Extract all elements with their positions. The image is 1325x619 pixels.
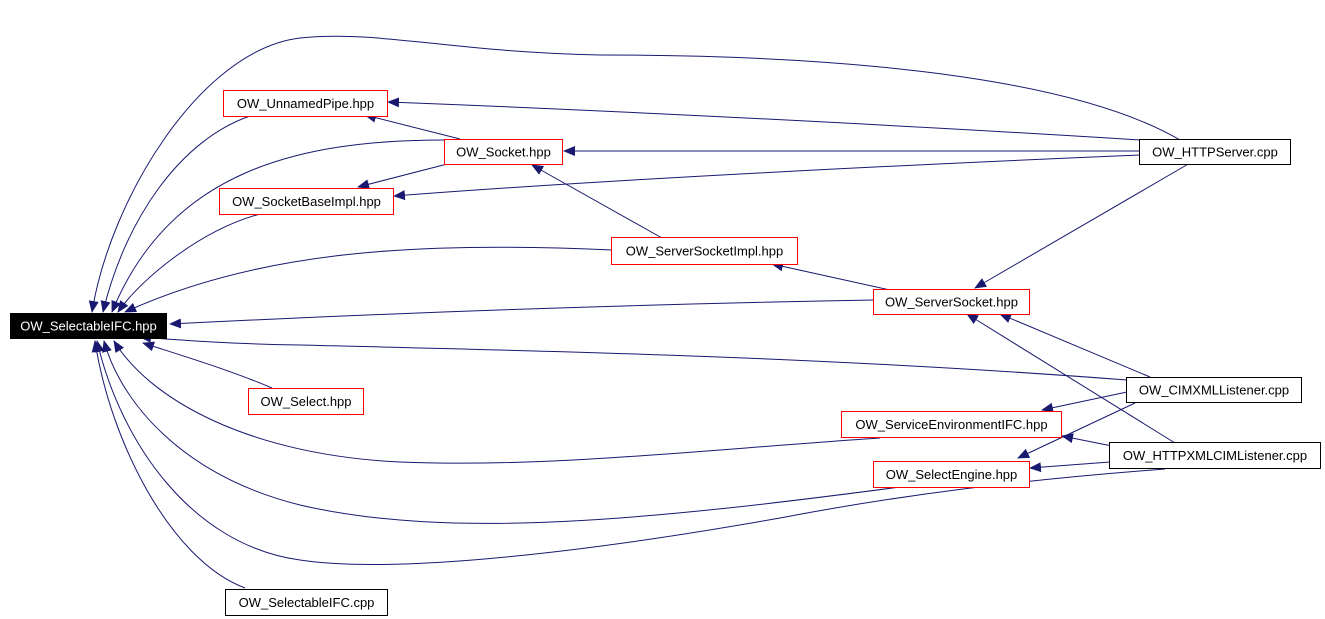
edge-httpserver-to-unnamedpipe (387, 97, 1141, 141)
edge-unnamedpipe-to-selectableifc (100, 115, 251, 313)
node-selectableifc-hpp[interactable]: OW_SelectableIFC.hpp (10, 313, 167, 339)
edge-socket-to-socketbaseimpl (357, 161, 456, 190)
edge-selectableifc-cpp-to-selectableifc (91, 340, 246, 589)
node-unnamedpipe-hpp[interactable]: OW_UnnamedPipe.hpp (223, 90, 388, 117)
node-box (225, 589, 388, 616)
node-select-hpp[interactable]: OW_Select.hpp (248, 388, 364, 415)
node-box (444, 139, 563, 165)
node-box (841, 411, 1062, 438)
node-httpserver-cpp[interactable]: OW_HTTPServer.cpp (1139, 139, 1291, 165)
node-box (1126, 377, 1302, 403)
node-socket-hpp[interactable]: OW_Socket.hpp (444, 139, 563, 165)
edge-serversocketimpl-to-socket (531, 164, 663, 239)
node-label: OW_ServerSocket.hpp (885, 295, 1018, 310)
node-selectengine-hpp[interactable]: OW_SelectEngine.hpp (873, 461, 1030, 488)
node-box (223, 90, 388, 117)
edge-socketbaseimpl-to-selectableifc (117, 213, 261, 313)
node-box (1109, 442, 1321, 469)
node-label: OW_ServerSocketImpl.hpp (626, 244, 784, 259)
node-box (1139, 139, 1291, 165)
node-box (611, 237, 798, 265)
edge-cimxmllistener-to-selectableifc (139, 332, 1128, 381)
node-serversocket-hpp[interactable]: OW_ServerSocket.hpp (873, 289, 1030, 315)
node-label: OW_SelectableIFC.cpp (239, 595, 375, 610)
node-label: OW_SelectableIFC.hpp (20, 319, 157, 334)
node-label: OW_Select.hpp (260, 394, 351, 409)
node-socketbaseimpl-hpp[interactable]: OW_SocketBaseImpl.hpp (219, 188, 394, 215)
node-box (248, 388, 364, 415)
edge-selectengine-to-selectableifc (102, 340, 901, 524)
node-serversocketimpl-hpp[interactable]: OW_ServerSocketImpl.hpp (611, 237, 798, 265)
node-label: OW_ServiceEnvironmentIFC.hpp (855, 417, 1047, 432)
edges (88, 35, 1191, 589)
edge-serversocketimpl-to-selectableifc (124, 246, 613, 313)
node-label: OW_SocketBaseImpl.hpp (232, 194, 381, 209)
edge-cimxmllistener-to-selectengine (1017, 402, 1136, 459)
edge-serversocket-to-selectableifc (169, 299, 874, 329)
edge-httpserver-to-serversocket (974, 162, 1191, 289)
edge-serviceenvironmentifc-to-selectableifc (113, 340, 881, 464)
node-label: OW_HTTPXMLCIMListener.cpp (1123, 448, 1307, 463)
node-box (873, 461, 1030, 488)
node-label: OW_CIMXMLListener.cpp (1139, 383, 1289, 398)
edge-cimxmllistener-to-serversocket (999, 313, 1151, 378)
node-httpxmlcimlistener-cpp[interactable]: OW_HTTPXMLCIMListener.cpp (1109, 442, 1321, 469)
node-selectableifc-cpp[interactable]: OW_SelectableIFC.cpp (225, 589, 388, 616)
edge-httpxmlcimlistener-to-serviceenvironmentifc (1061, 433, 1113, 447)
node-box (219, 188, 394, 215)
nodes: OW_SelectableIFC.hpp OW_UnnamedPipe.hppOW… (10, 90, 1321, 616)
edge-cimxmllistener-to-serviceenvironmentifc (1041, 391, 1128, 413)
node-cimxmllistener-cpp[interactable]: OW_CIMXMLListener.cpp (1126, 377, 1302, 403)
node-label: OW_SelectEngine.hpp (886, 467, 1018, 482)
edge-httpxmlcimlistener-to-serversocket (966, 313, 1176, 444)
edge-select-to-selectableifc (142, 341, 273, 389)
edge-serversocket-to-serversocketimpl (771, 261, 891, 291)
edge-httpxmlcimlistener-to-selectengine (1029, 461, 1111, 473)
edge-socket-to-unnamedpipe (364, 112, 461, 140)
node-serviceenvironmentifc-hpp[interactable]: OW_ServiceEnvironmentIFC.hpp (841, 411, 1062, 438)
node-box (10, 313, 167, 339)
edge-httpserver-to-selectableifc (88, 35, 1181, 313)
node-label: OW_UnnamedPipe.hpp (237, 96, 374, 111)
node-box (873, 289, 1030, 315)
edge-httpserver-to-socketbaseimpl (393, 154, 1141, 201)
edge-socket-to-selectableifc (111, 139, 446, 313)
node-label: OW_Socket.hpp (456, 145, 551, 160)
edge-httpxmlcimlistener-to-selectableifc (94, 340, 1166, 565)
node-label: OW_HTTPServer.cpp (1152, 145, 1278, 160)
